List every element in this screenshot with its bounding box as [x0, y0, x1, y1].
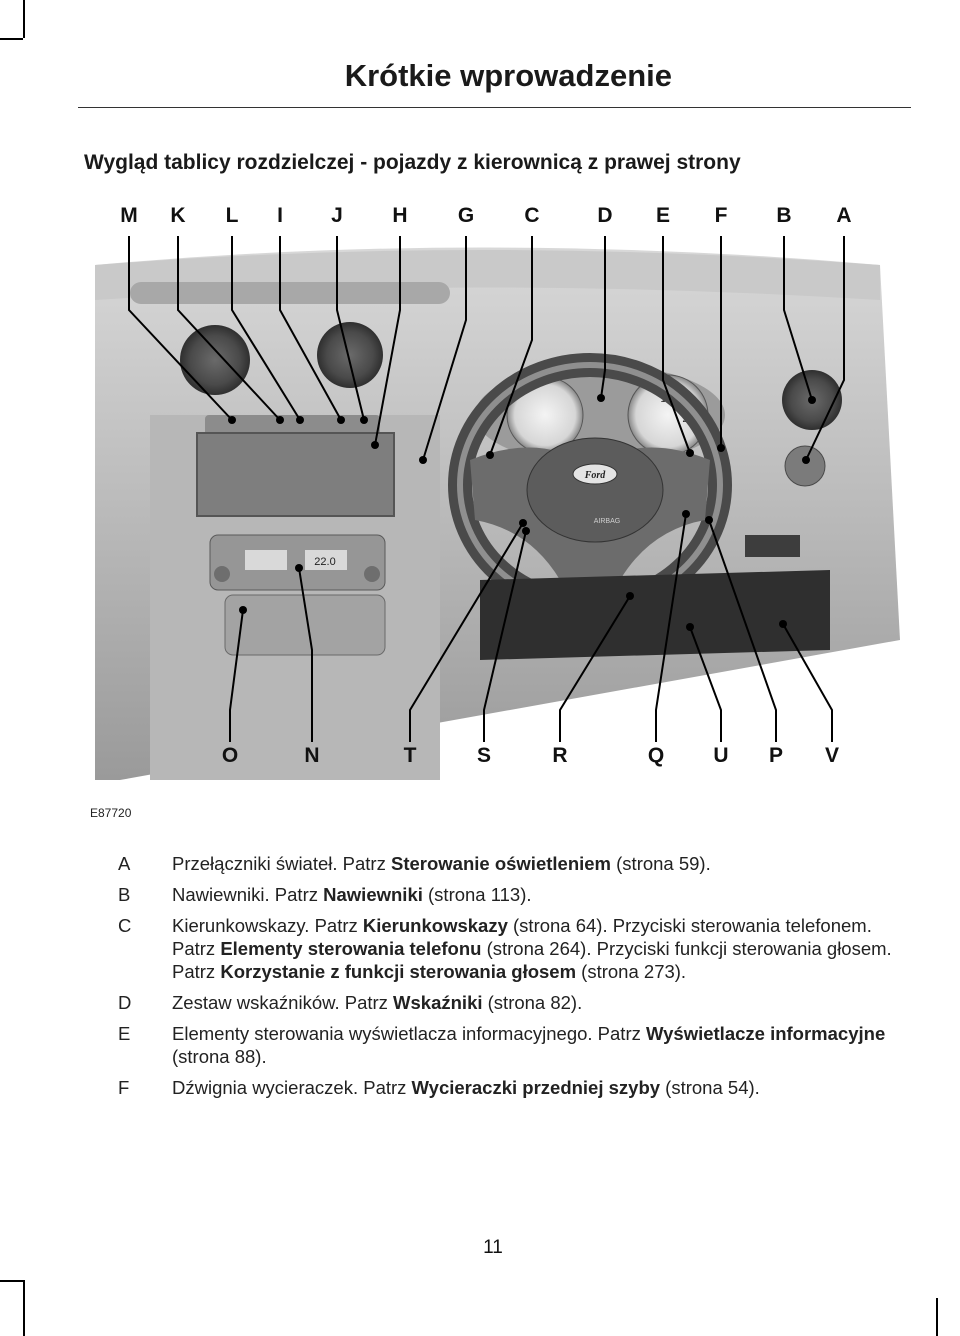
figure-code: E87720 — [90, 806, 131, 820]
legend-reference: Wskaźniki — [393, 992, 482, 1013]
leader-dot-r — [626, 592, 634, 600]
figure-subtitle: Wygląd tablicy rozdzielczej - pojazdy z … — [84, 151, 741, 175]
crop-mark-top-left-horizontal — [0, 38, 23, 40]
navigation-screen — [197, 433, 394, 516]
legend-text-segment: (strona 88). — [172, 1046, 267, 1067]
leader-dot-h — [371, 441, 379, 449]
crop-mark-bottom-right-vertical — [936, 1298, 938, 1336]
legend-text-segment: Nawiewniki. Patrz — [172, 884, 323, 905]
knee-panel — [745, 535, 800, 557]
legend-reference: Korzystanie z funkcji sterowania głosem — [220, 961, 576, 982]
legend-text-segment: (strona 113). — [423, 884, 532, 905]
legend-description: Elementy sterowania wyświetlacza informa… — [172, 1023, 885, 1067]
legend-item-f: F Dźwignia wycieraczek. Patrz Wycieraczki… — [118, 1076, 908, 1099]
crop-mark-top-left-vertical — [23, 0, 25, 38]
legend-reference: Wyświetlacze informacyjne — [646, 1023, 885, 1044]
climate-panel — [210, 535, 385, 590]
leader-dot-v — [779, 620, 787, 628]
center-vent-right — [317, 322, 383, 388]
leader-dot-q — [682, 510, 690, 518]
leader-dot-d — [597, 394, 605, 402]
leader-dot-u — [686, 623, 694, 631]
legend-item-a: A Przełączniki świateł. Patrz Sterowanie … — [118, 852, 908, 875]
leader-dot-s — [522, 527, 530, 535]
leader-dot-j — [360, 416, 368, 424]
legend-text-segment: Dźwignia wycieraczek. Patrz — [172, 1077, 412, 1098]
callout-label-o: O — [222, 744, 238, 768]
legend-reference: Elementy sterowania telefonu — [220, 938, 481, 959]
legend-description: Nawiewniki. Patrz Nawiewniki (strona 113… — [172, 884, 532, 905]
legend-item-e: E Elementy sterowania wyświetlacza inform… — [118, 1022, 908, 1068]
legend-letter: E — [118, 1022, 130, 1045]
legend-text-segment: Kierunkowskazy. Patrz — [172, 915, 363, 936]
callout-label-v: V — [825, 744, 839, 768]
legend-description: Dźwignia wycieraczek. Patrz Wycieraczki … — [172, 1077, 760, 1098]
leader-dot-p — [705, 516, 713, 524]
callout-label-p: P — [769, 744, 783, 768]
leader-dot-b — [808, 396, 816, 404]
leader-dot-f — [717, 444, 725, 452]
callout-label-r: R — [552, 744, 567, 768]
climate-knob-left — [214, 566, 230, 582]
climate-knob-right — [364, 566, 380, 582]
light-switch-knob — [785, 446, 825, 486]
legend-letter: C — [118, 914, 131, 937]
leader-dot-m — [228, 416, 236, 424]
legend-text-segment: Przełączniki świateł. Patrz — [172, 853, 391, 874]
legend-letter: D — [118, 991, 131, 1014]
leader-dot-c — [486, 451, 494, 459]
leader-dot-l — [296, 416, 304, 424]
callout-label-u: U — [713, 744, 728, 768]
leader-dot-e — [686, 449, 694, 457]
lower-dash-panel — [480, 570, 830, 660]
leader-dot-g — [419, 456, 427, 464]
legend-list: A Przełączniki świateł. Patrz Sterowanie … — [118, 852, 908, 1107]
legend-reference: Wycieraczki przedniej szyby — [412, 1077, 661, 1098]
callout-label-s: S — [477, 744, 491, 768]
leader-dot-t — [519, 519, 527, 527]
legend-reference: Sterowanie oświetleniem — [391, 853, 611, 874]
legend-letter: F — [118, 1076, 129, 1099]
climate-display-text: 22.0 — [314, 556, 335, 568]
page-number: 11 — [0, 1237, 960, 1259]
climate-display-left — [245, 550, 287, 570]
legend-description: Przełączniki świateł. Patrz Sterowanie o… — [172, 853, 711, 874]
ford-logo-text: Ford — [584, 470, 607, 481]
legend-text-segment: (strona 82). — [483, 992, 583, 1013]
leader-dot-o — [239, 606, 247, 614]
legend-text-segment: (strona 54). — [660, 1077, 760, 1098]
legend-letter: B — [118, 883, 130, 906]
crop-mark-bottom-left-horizontal — [0, 1280, 23, 1282]
legend-reference: Nawiewniki — [323, 884, 423, 905]
callout-label-t: T — [404, 744, 417, 768]
left-vent-outer — [180, 325, 250, 395]
legend-text-segment: Elementy sterowania wyświetlacza informa… — [172, 1023, 646, 1044]
dashboard-figure: M K L I J H G C D E F B A — [0, 190, 960, 780]
header-rule — [78, 107, 911, 108]
leader-dot-k — [276, 416, 284, 424]
legend-text-segment: (strona 59). — [611, 853, 711, 874]
callout-label-n: N — [304, 744, 319, 768]
airbag-text: AIRBAG — [594, 518, 620, 525]
page-header-title: Krótkie wprowadzenie — [0, 58, 672, 94]
legend-text-segment: Zestaw wskaźników. Patrz — [172, 992, 393, 1013]
dashboard-illustration: 22.0 120 200 Ford AIRBAG — [0, 190, 960, 780]
legend-letter: A — [118, 852, 130, 875]
legend-item-b: B Nawiewniki. Patrz Nawiewniki (strona 11… — [118, 883, 908, 906]
legend-description: Zestaw wskaźników. Patrz Wskaźniki (stro… — [172, 992, 582, 1013]
airbag-hub — [527, 438, 663, 542]
leader-dot-n — [295, 564, 303, 572]
legend-item-c: C Kierunkowskazy. Patrz Kierunkowskazy (s… — [118, 914, 908, 983]
crop-mark-bottom-left-vertical — [23, 1280, 25, 1336]
legend-item-d: D Zestaw wskaźników. Patrz Wskaźniki (str… — [118, 991, 908, 1014]
leader-dot-a — [802, 456, 810, 464]
leader-dot-i — [337, 416, 345, 424]
callout-label-q: Q — [648, 744, 664, 768]
legend-reference: Kierunkowskazy — [363, 915, 508, 936]
legend-text-segment: (strona 273). — [576, 961, 686, 982]
legend-description: Kierunkowskazy. Patrz Kierunkowskazy (st… — [172, 915, 892, 982]
